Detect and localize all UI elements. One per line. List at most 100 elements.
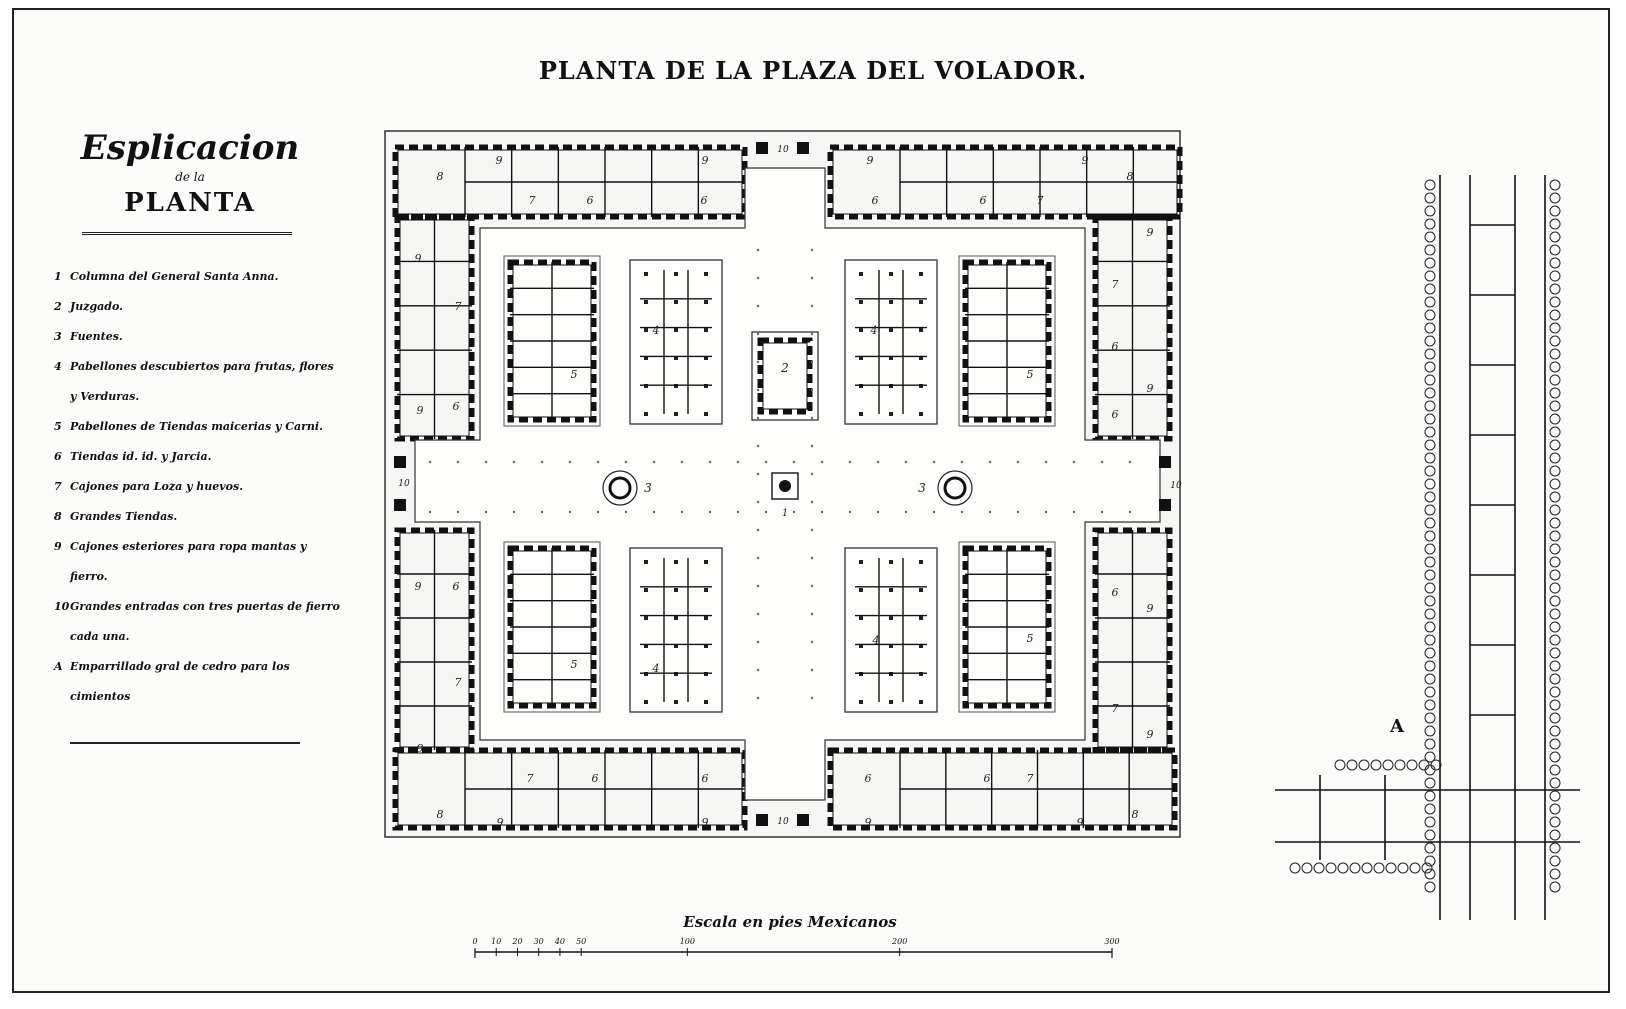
pile <box>1549 569 1561 581</box>
tree <box>932 510 936 514</box>
legend-item-number: 7 <box>54 480 62 493</box>
page-title: PLANTA DE LA PLAZA DEL VOLADOR. <box>538 56 1088 85</box>
pillar <box>644 412 648 416</box>
wing-label: 9 <box>1147 226 1154 239</box>
legend-item-text: Emparrillado gral de cedro para los <box>70 660 290 673</box>
wing-label: 7 <box>1037 194 1044 207</box>
pile <box>1424 374 1436 386</box>
pile <box>1424 699 1436 711</box>
pillar <box>704 588 708 592</box>
pavilion-5-tl-outline <box>503 255 601 427</box>
tree <box>756 556 760 560</box>
pillar <box>859 272 863 276</box>
wing-label: 9 <box>1082 154 1089 167</box>
wing-label: 9 <box>1147 602 1154 615</box>
scale-title: Escala en pies Mexicanos <box>683 913 897 931</box>
pile <box>1549 842 1561 854</box>
tree <box>680 510 684 514</box>
pillar <box>919 644 923 648</box>
pile <box>1424 426 1436 438</box>
pile <box>1424 855 1436 867</box>
tree <box>792 510 796 514</box>
wing-label: 9 <box>417 742 424 755</box>
tree <box>756 668 760 672</box>
wing-label: 7 <box>529 194 536 207</box>
pile <box>1430 759 1442 771</box>
tree <box>810 416 814 420</box>
pillar <box>919 412 923 416</box>
pillar <box>644 560 648 564</box>
wing-left-upper <box>394 214 475 442</box>
pillar <box>889 412 893 416</box>
wing-label: 9 <box>417 404 424 417</box>
scale-tick-label: 20 <box>511 937 522 946</box>
wing-label: 9 <box>867 154 874 167</box>
pile <box>1424 738 1436 750</box>
pillar <box>674 616 678 620</box>
pillar <box>674 672 678 676</box>
pile <box>1549 309 1561 321</box>
tree <box>652 460 656 464</box>
pile <box>1424 231 1436 243</box>
pavilion-5-label: 5 <box>571 368 578 381</box>
pavilion-4-label: 4 <box>652 662 660 675</box>
wing-label: 9 <box>415 252 422 265</box>
pavilion-5-br-outline <box>958 541 1056 713</box>
pile <box>1424 348 1436 360</box>
pile <box>1549 452 1561 464</box>
tree <box>596 460 600 464</box>
tree <box>756 304 760 308</box>
wing-label: 8 <box>1127 170 1134 183</box>
pile <box>1424 465 1436 477</box>
wing-label: 9 <box>865 816 872 829</box>
pile <box>1289 862 1301 874</box>
pile <box>1418 759 1430 771</box>
pile <box>1424 244 1436 256</box>
pillar <box>889 272 893 276</box>
tree <box>820 510 824 514</box>
pile <box>1549 608 1561 620</box>
pillar <box>704 328 708 332</box>
entrance-gate <box>1159 499 1171 511</box>
tree <box>1044 510 1048 514</box>
pile <box>1549 621 1561 633</box>
tree <box>932 460 936 464</box>
pile <box>1424 712 1436 724</box>
pile <box>1370 759 1382 771</box>
pile <box>1549 829 1561 841</box>
pillar <box>644 588 648 592</box>
tree <box>756 584 760 588</box>
pillar <box>674 300 678 304</box>
tree <box>810 276 814 280</box>
pillar <box>889 384 893 388</box>
pile <box>1549 387 1561 399</box>
pillar <box>919 300 923 304</box>
pillar <box>704 356 708 360</box>
scale-tick-label: 40 <box>554 937 565 946</box>
pile <box>1549 673 1561 685</box>
pillar <box>889 644 893 648</box>
fountain-label: 3 <box>644 481 652 495</box>
pile <box>1424 556 1436 568</box>
tree <box>810 528 814 532</box>
pillar <box>919 384 923 388</box>
legend-item-text: Cajones para Loza y huevos. <box>70 480 244 493</box>
pile <box>1361 862 1373 874</box>
pile <box>1409 862 1421 874</box>
pile <box>1549 699 1561 711</box>
legend-divider <box>82 232 292 235</box>
tree <box>456 510 460 514</box>
pillar <box>704 672 708 676</box>
pile <box>1549 881 1561 893</box>
pile <box>1424 777 1436 789</box>
wing-label: 9 <box>702 154 709 167</box>
legend-subheading: de la <box>175 170 205 184</box>
wing-label: 6 <box>702 772 709 785</box>
pavilion-4-tr <box>844 259 938 425</box>
legend-item-number: 8 <box>54 510 62 523</box>
pile <box>1424 530 1436 542</box>
entrance-gate <box>756 814 768 826</box>
